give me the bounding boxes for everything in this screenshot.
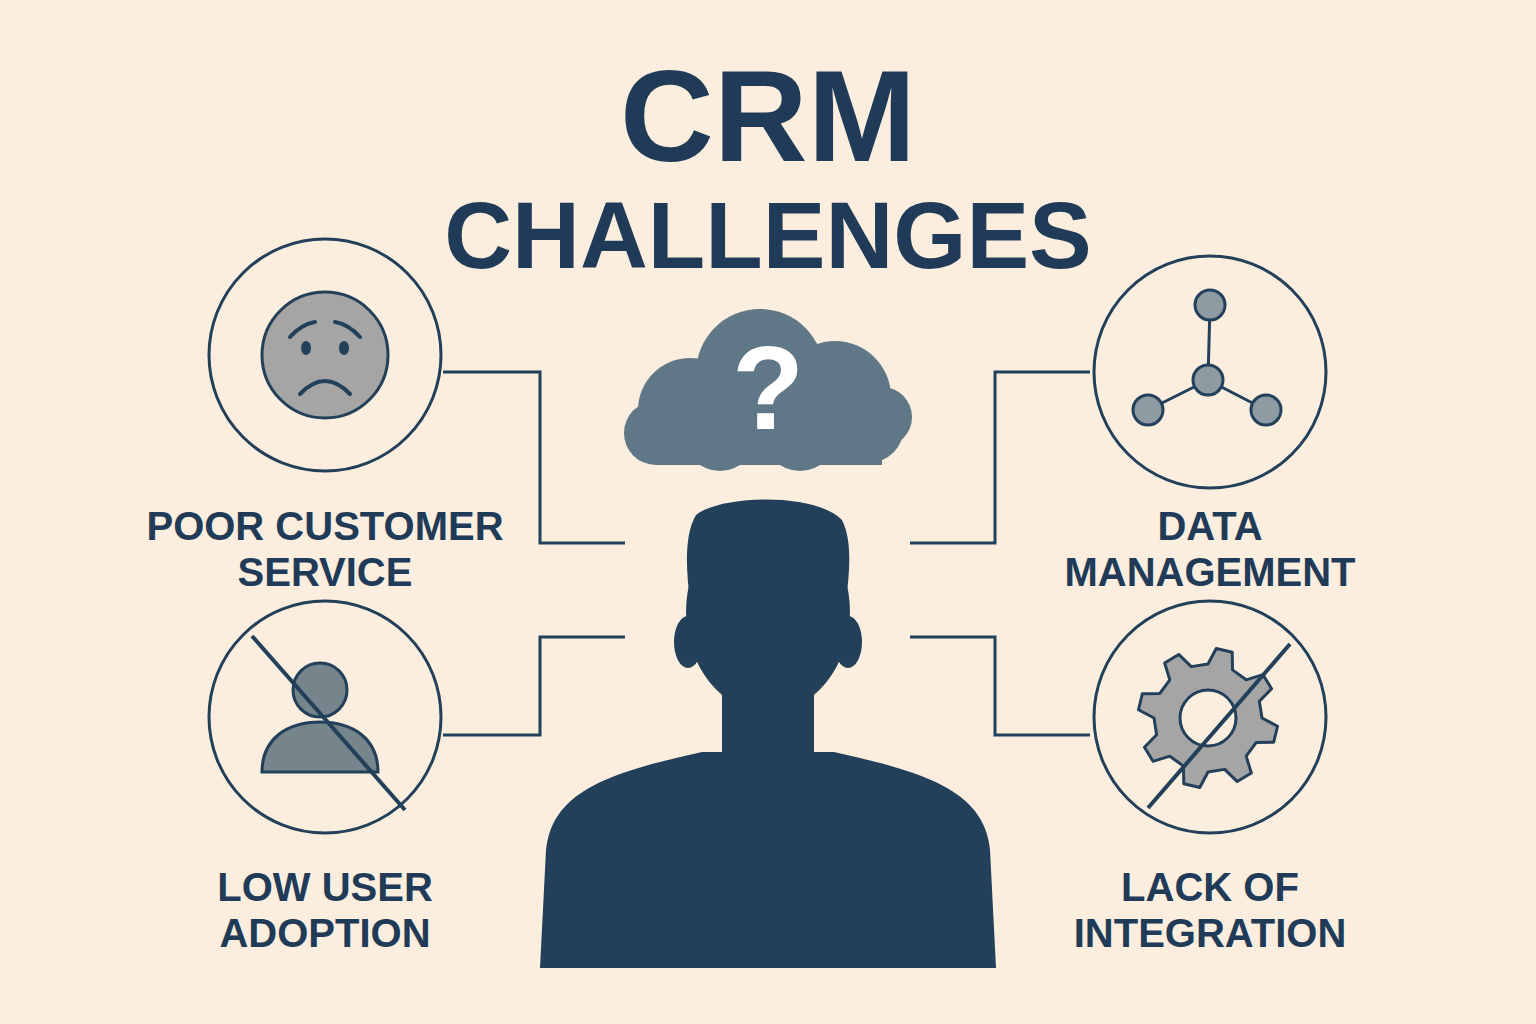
challenge-circle: LACK OF INTEGRATION <box>1092 599 1328 835</box>
sad-face-icon <box>262 292 388 418</box>
challenge-label: LOW USER ADOPTION <box>155 864 495 956</box>
gear-icon <box>1138 644 1290 808</box>
network-icon <box>1133 290 1281 425</box>
leader-line <box>910 372 1090 543</box>
person-silhouette <box>540 499 996 968</box>
leader-line <box>910 637 1090 735</box>
challenge-circle: DATA MANAGEMENT <box>1092 254 1328 490</box>
circle-outline <box>1092 599 1328 835</box>
leader-line <box>443 637 625 735</box>
challenge-circle: LOW USER ADOPTION <box>207 599 443 835</box>
challenge-label: DATA MANAGEMENT <box>1040 503 1380 595</box>
challenge-label: POOR CUSTOMER SERVICE <box>120 503 530 595</box>
circle-outline <box>207 237 443 473</box>
challenge-circle: POOR CUSTOMER SERVICE <box>207 237 443 473</box>
challenge-label: LACK OF INTEGRATION <box>1040 864 1380 956</box>
circle-outline <box>1092 254 1328 490</box>
no-user-icon <box>252 636 405 810</box>
question-cloud: ? <box>620 305 916 470</box>
question-mark: ? <box>620 305 916 470</box>
title: CRM CHALLENGES <box>408 46 1128 286</box>
circle-outline <box>207 599 443 835</box>
